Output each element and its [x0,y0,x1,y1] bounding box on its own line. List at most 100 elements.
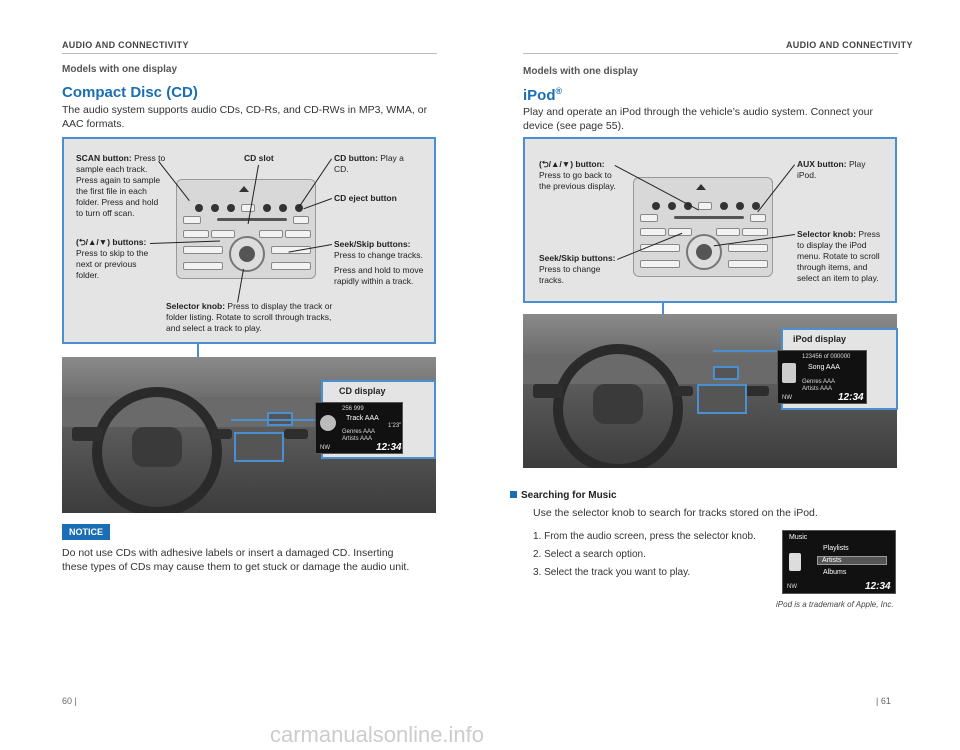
search-text: Use the selector knob to search for trac… [533,507,818,519]
scan-button [183,216,201,224]
menu-item: Playlists [823,545,849,552]
menu-item: Albums [823,569,847,576]
radio-unit [633,177,773,277]
page-number: | 61 [876,696,891,706]
seek-forward-button [271,246,311,254]
disc-icon [320,415,336,431]
right-page: AUDIO AND CONNECTIVITY Models with one d… [480,0,960,750]
preset-button [736,202,744,210]
preset-button [295,204,303,212]
ipod-display-title: iPod display [793,334,847,344]
intro-text: Play and operate an iPod through the veh… [523,106,874,132]
radio-highlight [234,432,284,462]
ipod-icon [782,363,796,383]
seek-callout: Seek/Skip buttons: Press to change track… [539,253,616,285]
intro-text: The audio system supports audio CDs, CD-… [62,104,428,130]
bullet-square-icon [510,491,517,498]
models-note: Models with one display [62,64,178,75]
ipod-track-count: 123456 of 000000 [802,354,851,360]
am-button [211,230,235,238]
setup-button [271,262,311,270]
models-note: Models with one display [523,66,639,77]
preset-button [720,202,728,210]
disc-slot [674,216,744,219]
search-steps: 1. From the audio screen, press the sele… [533,528,756,582]
knob-callout: Selector knob: Press to display the trac… [166,301,333,333]
eject-button [293,216,309,224]
disc-slot [217,218,287,221]
steering-hub [132,427,182,467]
cd-diagram: SCAN button: Press to sample each track.… [62,137,436,344]
search-heading: Searching for Music [510,490,617,501]
ipod-genre: Genres AAA [802,379,836,385]
aux-button [742,228,768,236]
eject-button [750,214,766,222]
notice-badge: NOTICE [62,524,111,540]
folder-callout: (⮌/▲/▼) buttons: Press to skip to the ne… [76,237,149,280]
step-item: 2. Select a search option. [533,549,646,560]
steering-wheel [553,344,683,468]
cd-button [716,228,740,236]
cd-slot [241,204,255,212]
display-highlight [713,366,739,380]
air-vent [212,429,232,439]
seek-back-button [183,246,223,254]
scan-button [640,214,658,222]
seek-callout: Seek/Skip buttons: Press to change track… [334,239,424,286]
preset-button [211,204,219,212]
eject-icon [696,184,706,190]
cd-elapsed: 1'23" [388,423,402,429]
step-item: 3. Select the track you want to play. [533,567,691,578]
cd-artist: Artists AAA [342,436,373,442]
section-header: AUDIO AND CONNECTIVITY [62,40,189,50]
am-button [668,228,692,236]
seek-forward-button [728,244,768,252]
ipod-icon [789,553,801,571]
page-title: iPod® [523,86,563,104]
compass: NW [320,445,330,451]
cd-track-name: Track AAA [346,415,379,422]
cd-genre: Genres AAA [342,429,376,435]
cd-screen: 256 999 Track AAA 1'23" Genres AAA Artis… [315,402,403,454]
air-vent [533,384,563,398]
air-vent [284,429,308,439]
cd-display-inset: CD display 256 999 Track AAA 1'23" Genre… [315,380,436,459]
page-title: Compact Disc (CD) [62,84,198,101]
preset-button [684,202,692,210]
air-vent [673,386,693,396]
preset-button [279,204,287,212]
compass: NW [787,584,797,590]
scan-callout: SCAN button: Press to sample each track.… [76,153,166,218]
page-number: 60 | [62,696,77,706]
steering-hub [593,384,643,424]
cd-display-title: CD display [339,386,386,396]
radio-unit [176,179,316,279]
selector-knob-center [696,244,712,260]
selector-knob-center [239,246,255,262]
cd-slot-callout: CD slot [244,153,274,163]
ipod-screen: 123456 of 000000 Song AAA Genres AAA Art… [777,350,867,404]
ipod-artist: Artists AAA [802,386,833,392]
preset-button [668,202,676,210]
preset-button [263,204,271,212]
music-header: Music [789,534,808,541]
notice-text: Do not use CDs with adhesive labels or i… [62,547,410,573]
preset-button [227,204,235,212]
section-rule [523,53,898,54]
left-page: AUDIO AND CONNECTIVITY Models with one d… [62,40,437,706]
compass: NW [782,395,792,401]
cd-track-count: 256 999 [342,406,364,412]
clock: 12:34 [376,442,402,453]
setup-button [728,260,768,268]
section-rule [62,53,437,54]
connector-line [231,419,321,421]
seek-back-button [640,244,680,252]
radio-highlight [697,384,747,414]
preset-button [752,202,760,210]
fm-button [640,228,666,236]
preset-button [195,204,203,212]
fm-button [183,230,209,238]
clock: 12:34 [865,581,891,592]
ipod-diagram: (⮌/▲/▼) button: Press to go back to the … [523,137,897,303]
cd-button-callout: CD button: Play a CD. [334,153,404,174]
